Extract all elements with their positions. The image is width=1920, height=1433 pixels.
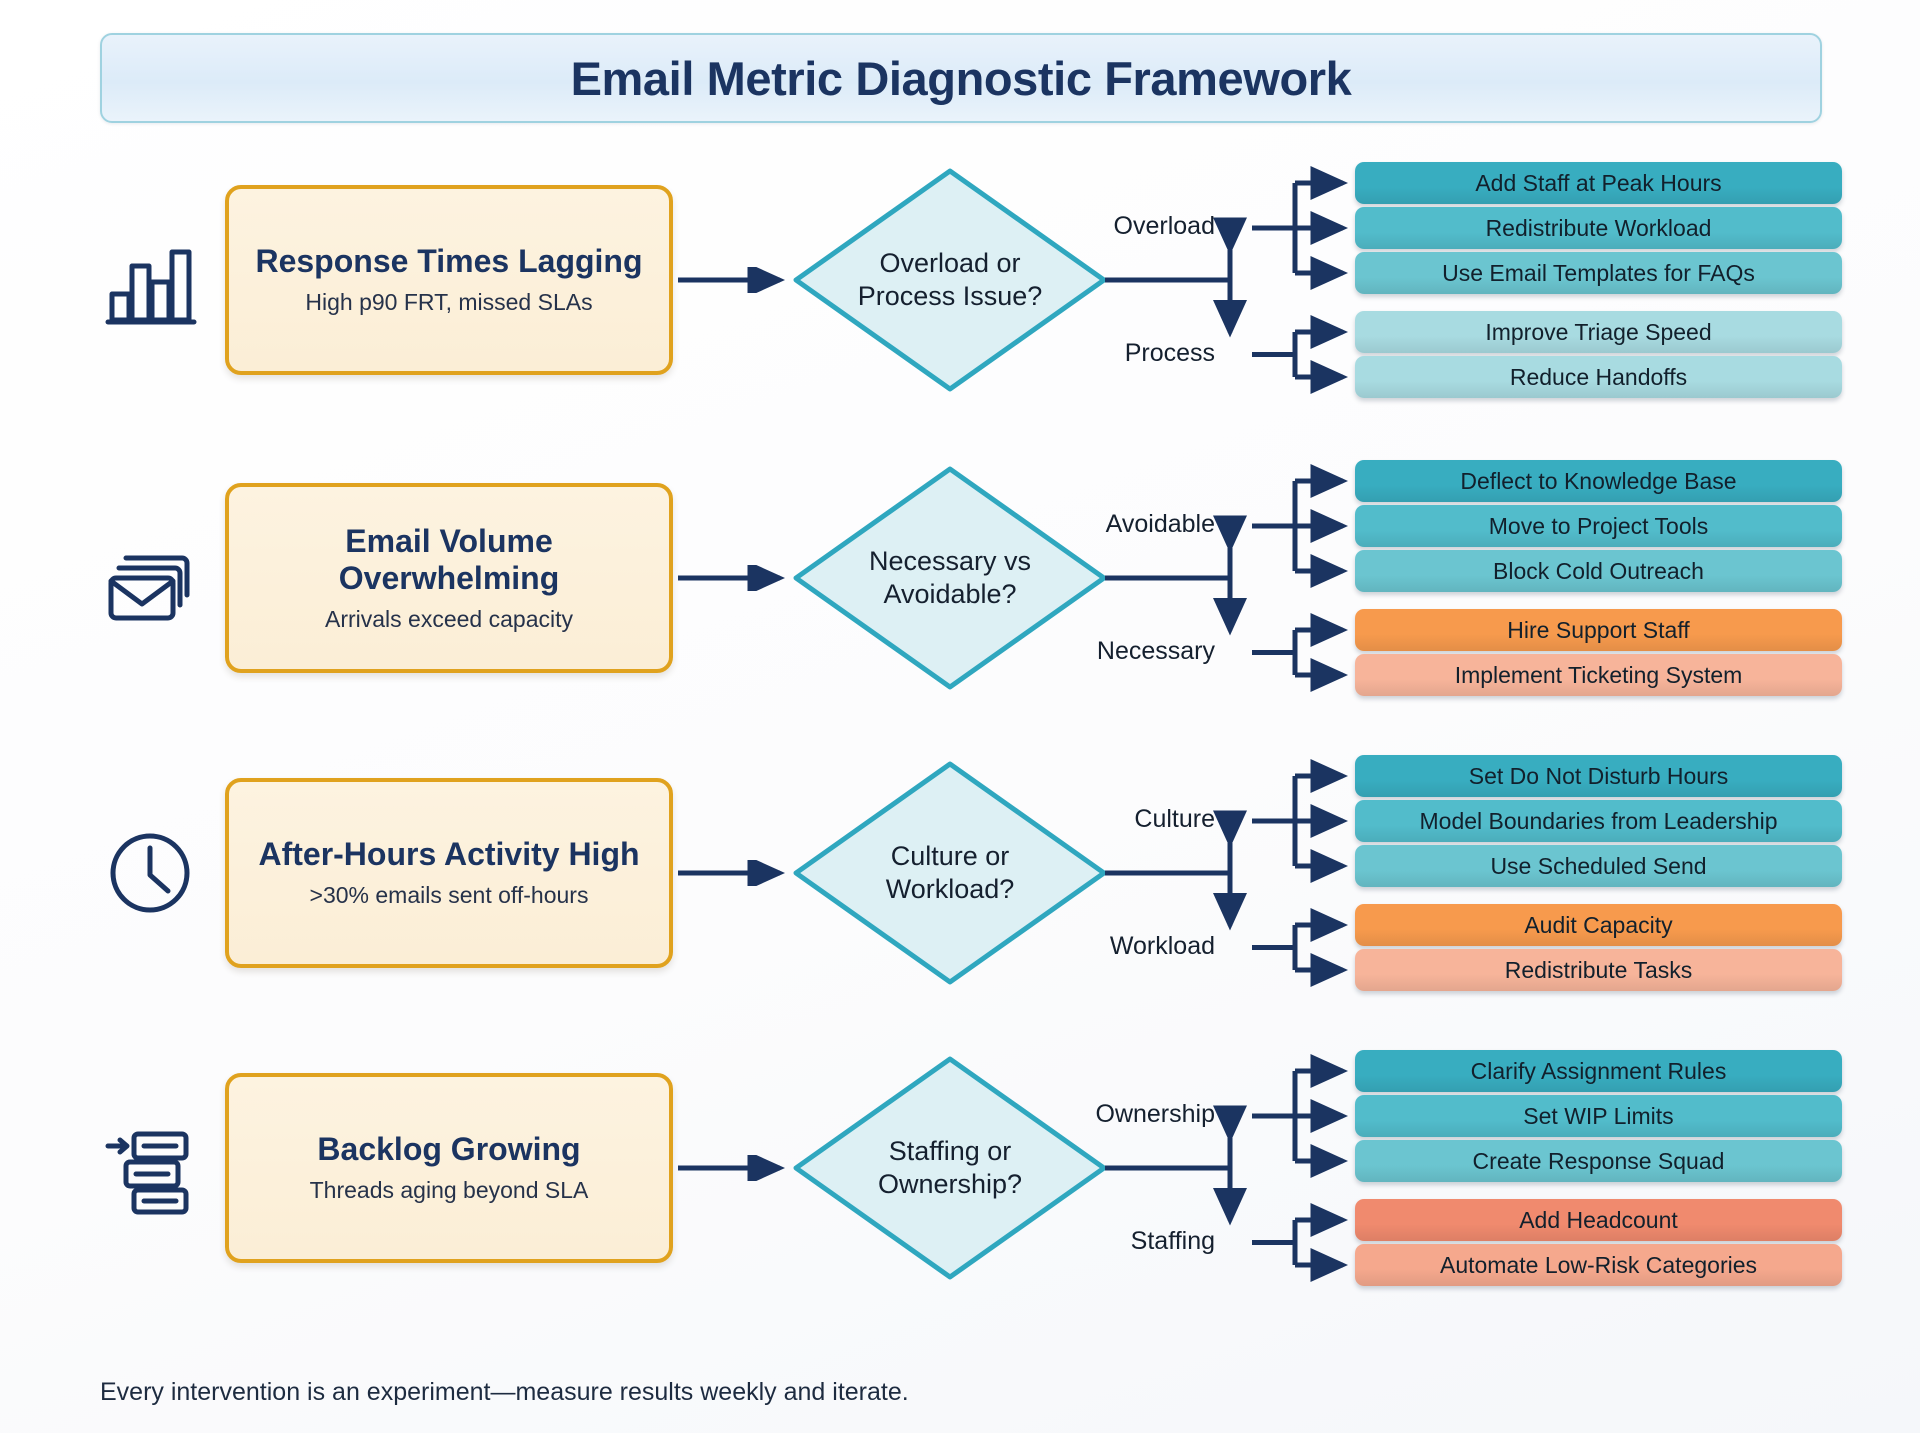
branch-label: Staffing [1130,1226,1215,1255]
action-card[interactable]: Add Staff at Peak Hours [1355,162,1842,204]
problem-box[interactable]: After-Hours Activity High >30% emails se… [225,778,673,968]
diagram-row: After-Hours Activity High >30% emails se… [0,748,1920,998]
bar-chart-icon [95,225,205,335]
arrow-problem-to-decision [678,263,792,297]
problem-box[interactable]: Response Times Lagging High p90 FRT, mis… [225,185,673,375]
clock-icon [95,818,205,928]
action-card[interactable]: Improve Triage Speed [1355,311,1842,353]
action-card[interactable]: Automate Low-Risk Categories [1355,1244,1842,1286]
diagram-row: Email Volume Overwhelming Arrivals excee… [0,453,1920,703]
action-card[interactable]: Use Scheduled Send [1355,845,1842,887]
action-card[interactable]: Create Response Squad [1355,1140,1842,1182]
action-card[interactable]: Reduce Handoffs [1355,356,1842,398]
branch-label: Necessary [1096,636,1215,665]
decision-diamond[interactable]: Culture or Workload? [790,758,1110,988]
branch-label: Culture [1134,805,1215,833]
action-card[interactable]: Deflect to Knowledge Base [1355,460,1842,502]
action-card[interactable]: Model Boundaries from Leadership [1355,800,1842,842]
problem-title: Response Times Lagging [255,243,643,280]
problem-subtitle: Arrivals exceed capacity [325,605,573,632]
problem-title: After-Hours Activity High [258,836,640,873]
action-card[interactable]: Set Do Not Disturb Hours [1355,755,1842,797]
problem-title: Backlog Growing [317,1131,581,1168]
decision-diamond[interactable]: Necessary vs Avoidable? [790,463,1110,693]
problem-box[interactable]: Email Volume Overwhelming Arrivals excee… [225,483,673,673]
page-title: Email Metric Diagnostic Framework [570,51,1352,105]
problem-subtitle: Threads aging beyond SLA [309,1177,589,1204]
stacked-envelopes-icon [95,523,205,633]
footer-note: Every intervention is an experiment—meas… [100,1378,909,1406]
page-title-banner: Email Metric Diagnostic Framework [100,33,1822,123]
action-card[interactable]: Hire Support Staff [1355,609,1842,651]
action-card[interactable]: Implement Ticketing System [1355,654,1842,696]
arrow-problem-to-decision [678,1151,792,1185]
action-card[interactable]: Redistribute Workload [1355,207,1842,249]
branch-label: Ownership [1095,1100,1216,1128]
action-card[interactable]: Redistribute Tasks [1355,949,1842,991]
action-card[interactable]: Add Headcount [1355,1199,1842,1241]
action-card[interactable]: Clarify Assignment Rules [1355,1050,1842,1092]
action-card[interactable]: Use Email Templates for FAQs [1355,252,1842,294]
backlog-stack-icon [95,1113,205,1223]
problem-subtitle: >30% emails sent off-hours [309,882,589,909]
diagram-row: Response Times Lagging High p90 FRT, mis… [0,155,1920,405]
action-card[interactable]: Audit Capacity [1355,904,1842,946]
problem-box[interactable]: Backlog Growing Threads aging beyond SLA [225,1073,673,1263]
action-card[interactable]: Block Cold Outreach [1355,550,1842,592]
decision-diamond[interactable]: Overload or Process Issue? [790,165,1110,395]
decision-diamond[interactable]: Staffing or Ownership? [790,1053,1110,1283]
action-card[interactable]: Move to Project Tools [1355,505,1842,547]
branch-label: Process [1124,338,1215,367]
problem-title: Email Volume Overwhelming [338,522,560,596]
branch-label: Overload [1113,212,1215,240]
branch-label: Workload [1109,931,1215,960]
action-card[interactable]: Set WIP Limits [1355,1095,1842,1137]
arrow-problem-to-decision [678,561,792,595]
branch-label: Avoidable [1105,510,1215,538]
problem-subtitle: High p90 FRT, missed SLAs [305,289,593,316]
diagram-row: Backlog Growing Threads aging beyond SLA… [0,1043,1920,1293]
arrow-problem-to-decision [678,856,792,890]
